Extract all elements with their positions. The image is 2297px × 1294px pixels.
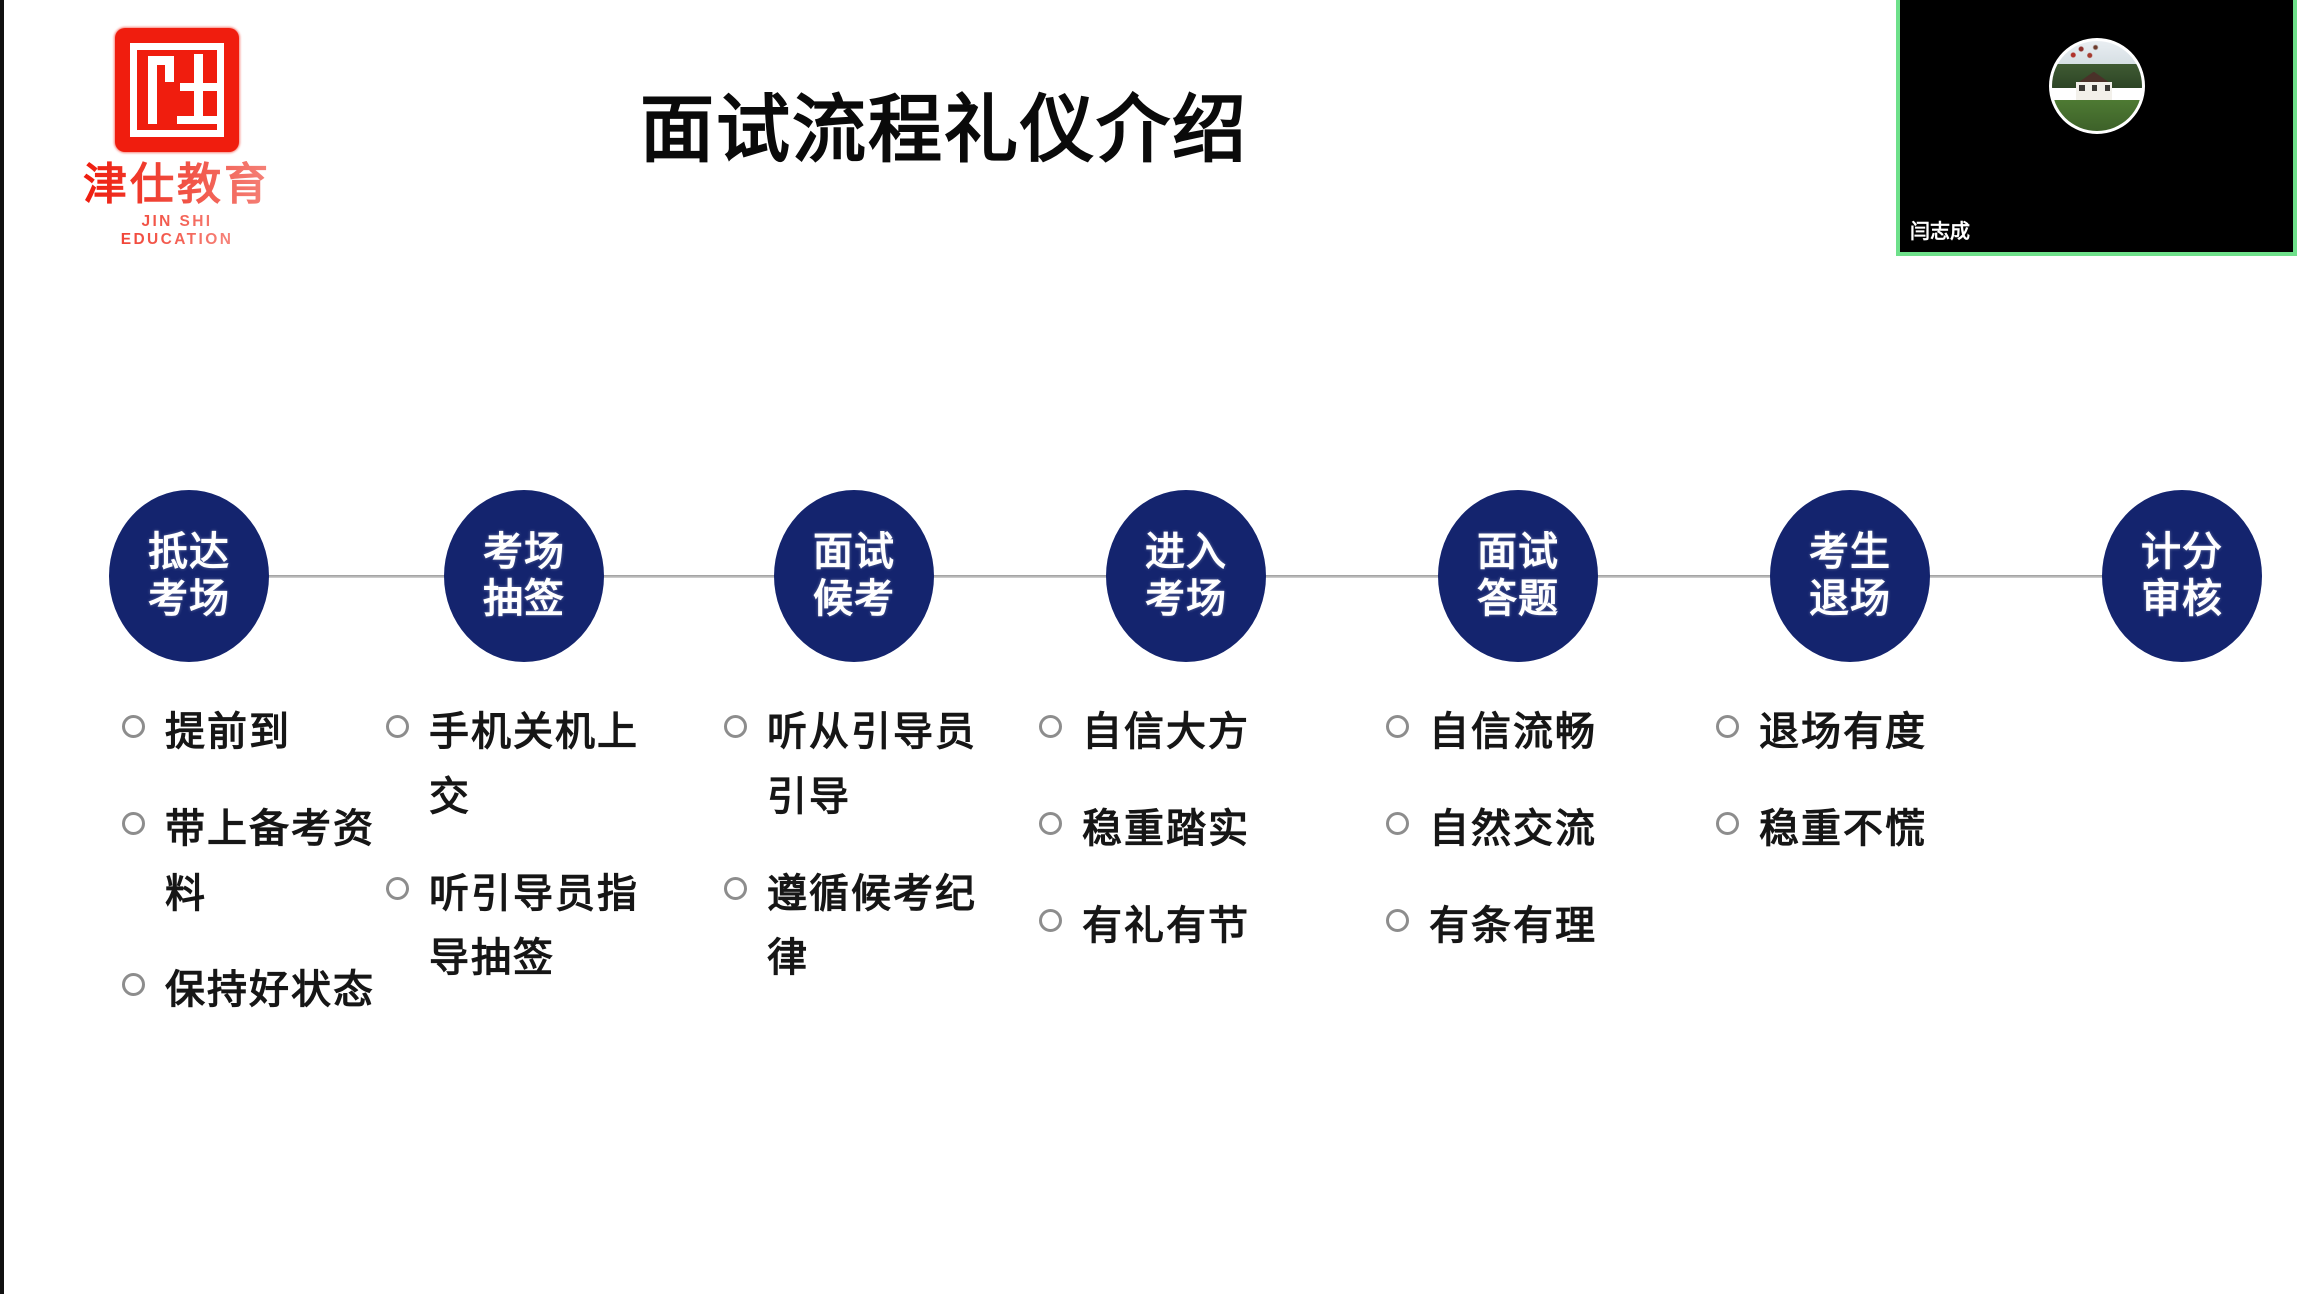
bullet-label: 有礼有节 xyxy=(1082,901,1250,949)
list-item: 自信大方 xyxy=(1039,700,1329,765)
flow-node-4-line2: 考场 xyxy=(1145,576,1227,622)
house-landscape-avatar-icon xyxy=(2048,38,2145,134)
bullet-label: 有条有理 xyxy=(1429,901,1597,949)
flow-node-2: 考场 抽签 xyxy=(444,490,604,662)
participant-name-label: 闫志成 xyxy=(1910,219,1970,243)
bullet-label: 保持好状态 xyxy=(165,966,375,1014)
circle-bullet-icon xyxy=(724,715,747,738)
circle-bullet-icon xyxy=(1039,908,1062,932)
bullet-label: 听引导员指导抽签 xyxy=(429,869,639,982)
bullet-column-2: 手机关机上交 听引导员指导抽签 xyxy=(386,700,676,1023)
list-item: 带上备考资料 xyxy=(122,797,412,927)
bullet-column-1: 提前到 带上备考资料 保持好状态 xyxy=(122,700,412,1055)
flow-node-7: 计分 审核 xyxy=(2102,490,2262,662)
circle-bullet-icon xyxy=(1716,811,1739,835)
bullet-label: 手机关机上交 xyxy=(429,708,639,820)
flow-node-3-line1: 面试 xyxy=(813,528,895,575)
flow-node-3-line2: 候考 xyxy=(813,576,895,622)
bullet-label: 退场有度 xyxy=(1759,708,1927,755)
flow-node-7-line1: 计分 xyxy=(2141,528,2223,575)
bullet-label: 稳重不慌 xyxy=(1759,804,1927,852)
circle-bullet-icon xyxy=(122,715,145,738)
circle-bullet-icon xyxy=(724,876,747,900)
bullet-label: 稳重踏实 xyxy=(1082,804,1250,852)
bullet-label: 自信大方 xyxy=(1082,708,1250,755)
logo-name-en: JIN SHI EDUCATION xyxy=(82,213,272,249)
list-item: 有礼有节 xyxy=(1039,894,1329,959)
list-item: 自然交流 xyxy=(1386,797,1676,862)
list-item: 听引导员指导抽签 xyxy=(386,862,676,992)
bullet-column-3: 听从引导员引导 遵循候考纪律 xyxy=(724,700,1014,1023)
circle-bullet-icon xyxy=(1039,715,1062,738)
process-flow-diagram: 抵达 考场 考场 抽签 面试 候考 进入 考场 面试 答题 考生 退场 计分 审… xyxy=(4,490,2297,670)
circle-bullet-icon xyxy=(1386,908,1409,932)
flow-node-5-line1: 面试 xyxy=(1477,528,1559,575)
bullet-column-5: 自信流畅 自然交流 有条有理 xyxy=(1386,700,1676,990)
bullet-column-6: 退场有度 稳重不慌 xyxy=(1716,700,2006,894)
bullet-label: 带上备考资料 xyxy=(165,804,375,917)
bullet-columns: 提前到 带上备考资料 保持好状态 手机关机上交 听引导员指导抽签 xyxy=(4,700,2297,1120)
flow-node-5: 面试 答题 xyxy=(1438,490,1598,662)
bullet-label: 提前到 xyxy=(165,708,291,755)
list-item: 手机关机上交 xyxy=(386,700,676,830)
circle-bullet-icon xyxy=(386,876,409,900)
circle-bullet-icon xyxy=(1716,715,1739,738)
list-item: 退场有度 xyxy=(1716,700,2006,765)
list-item: 提前到 xyxy=(122,700,412,765)
flow-node-6-line1: 考生 xyxy=(1809,528,1891,575)
list-item: 稳重不慌 xyxy=(1716,797,2006,862)
flow-node-2-line1: 考场 xyxy=(483,528,565,575)
flow-node-3: 面试 候考 xyxy=(774,490,934,662)
flow-node-5-line2: 答题 xyxy=(1477,576,1559,622)
seal-stamp-icon xyxy=(115,28,239,152)
list-item: 遵循候考纪律 xyxy=(724,862,1014,992)
list-item: 稳重踏实 xyxy=(1039,797,1329,862)
bullet-label: 听从引导员引导 xyxy=(767,708,977,820)
circle-bullet-icon xyxy=(1386,811,1409,835)
flow-node-1-line1: 抵达 xyxy=(148,528,230,575)
slide-title: 面试流程礼仪介绍 xyxy=(640,87,1248,173)
circle-bullet-icon xyxy=(1386,715,1409,738)
flow-node-4: 进入 考场 xyxy=(1106,490,1266,662)
flow-node-4-line1: 进入 xyxy=(1145,528,1227,575)
flow-node-1: 抵达 考场 xyxy=(109,490,269,662)
list-item: 保持好状态 xyxy=(122,958,412,1023)
flow-node-7-line2: 审核 xyxy=(2141,576,2223,622)
flow-node-6: 考生 退场 xyxy=(1770,490,1930,662)
circle-bullet-icon xyxy=(122,973,145,997)
bullet-column-4: 自信大方 稳重踏实 有礼有节 xyxy=(1039,700,1329,990)
flow-node-6-line2: 退场 xyxy=(1809,576,1891,622)
bullet-label: 遵循候考纪律 xyxy=(767,869,977,982)
brand-logo: 津仕教育 JIN SHI EDUCATION xyxy=(82,28,272,249)
flow-node-2-line2: 抽签 xyxy=(483,576,565,622)
bullet-label: 自然交流 xyxy=(1429,804,1597,852)
list-item: 自信流畅 xyxy=(1386,700,1676,765)
logo-name-cn: 津仕教育 xyxy=(83,159,271,210)
list-item: 有条有理 xyxy=(1386,894,1676,959)
circle-bullet-icon xyxy=(122,811,145,835)
participant-video-tile[interactable]: 闫志成 xyxy=(1896,0,2297,256)
list-item: 听从引导员引导 xyxy=(724,700,1014,830)
circle-bullet-icon xyxy=(1039,811,1062,835)
bullet-label: 自信流畅 xyxy=(1429,708,1597,755)
flow-node-1-line2: 考场 xyxy=(148,576,230,622)
circle-bullet-icon xyxy=(386,715,409,738)
